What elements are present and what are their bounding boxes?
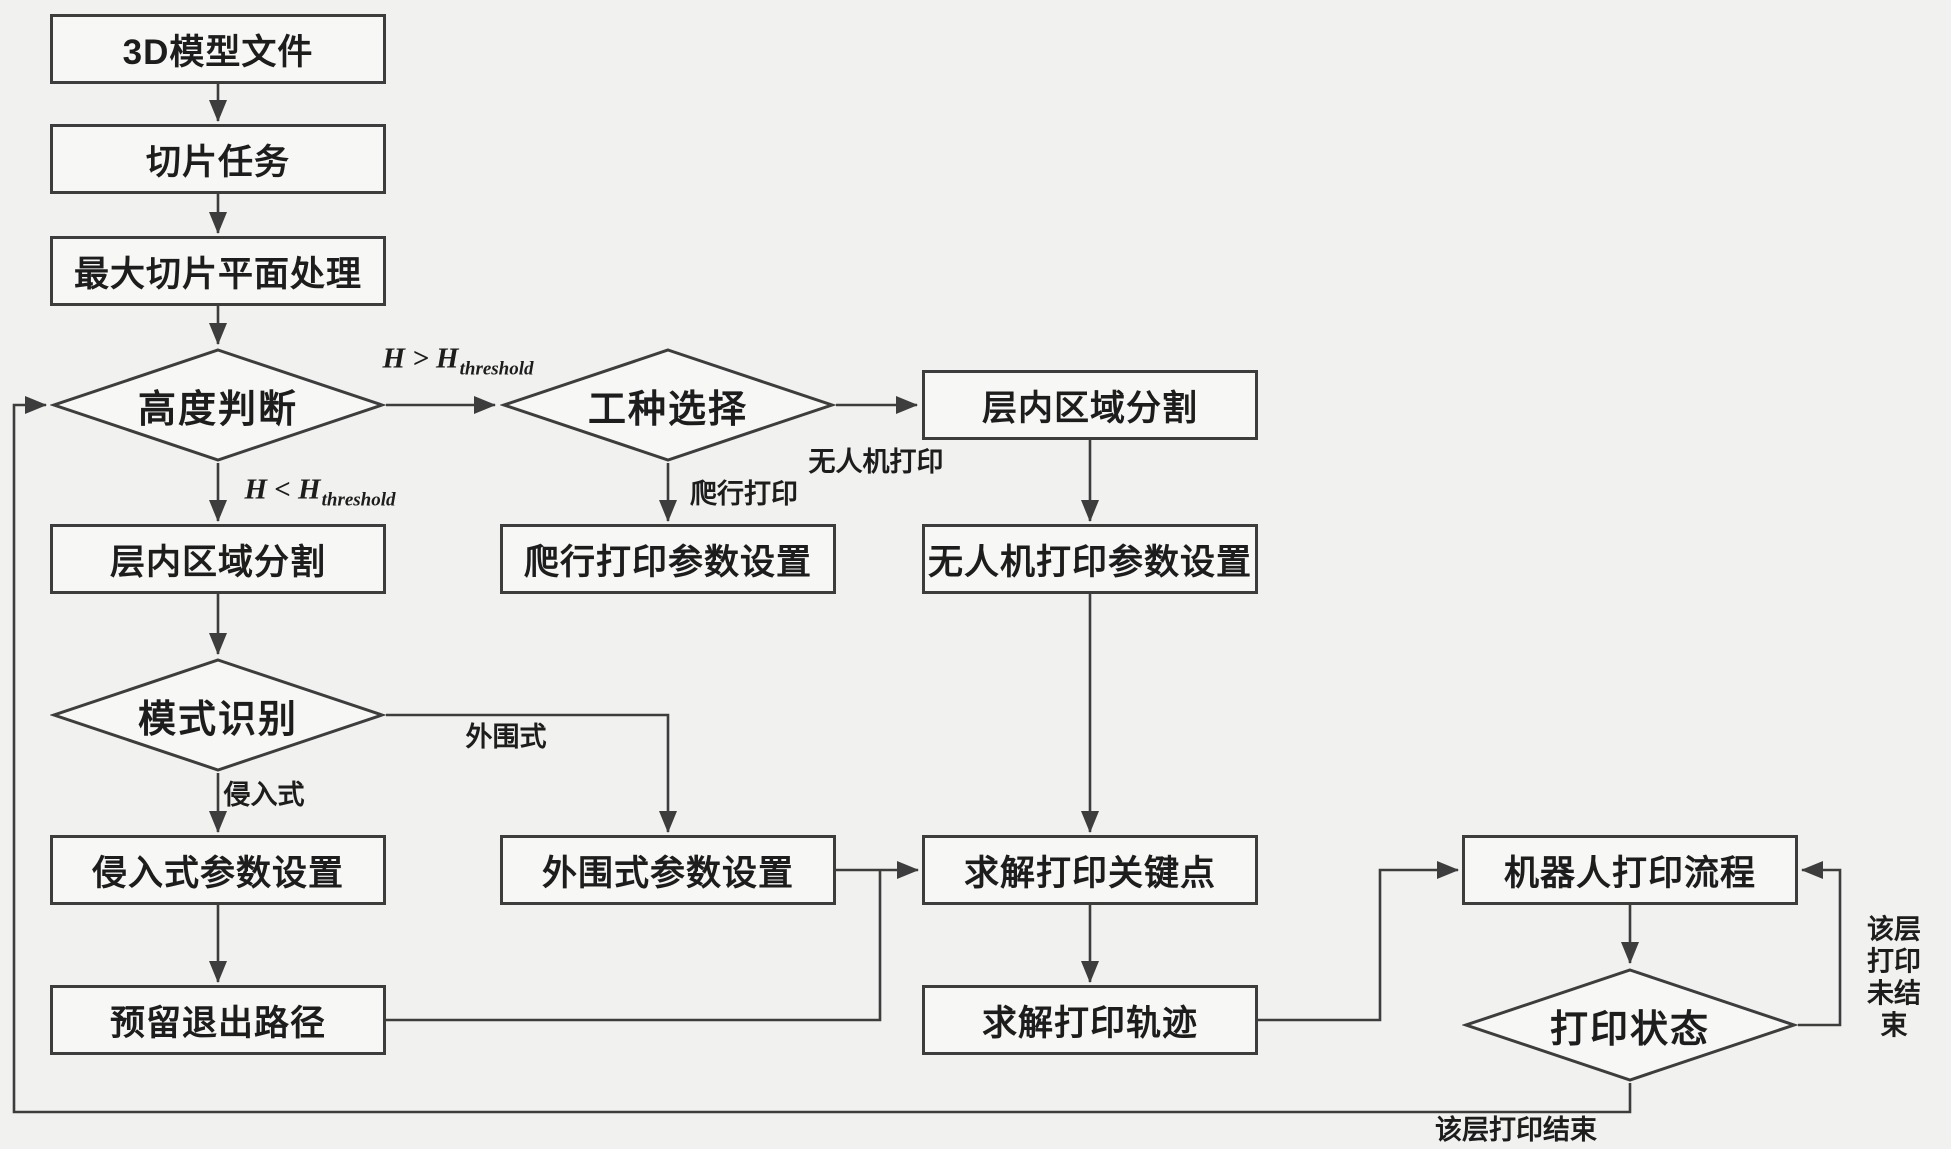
node-intrusive-param-settings: 侵入式参数设置 [50, 835, 386, 905]
node-label: 层内区域分割 [981, 388, 1198, 428]
node-label: 机器人打印流程 [1503, 853, 1756, 893]
node-label: 切片任务 [145, 142, 290, 182]
node-label: 外围式参数设置 [541, 853, 794, 893]
decision-work-type-selection: 工种选择 [500, 347, 836, 463]
node-3d-model-file: 3D模型文件 [50, 14, 386, 84]
node-solve-print-trajectory: 求解打印轨迹 [922, 985, 1258, 1055]
edge-label-peripheral-mode: 外围式 [465, 722, 547, 753]
edge-mode-to-peripheral-params [386, 713, 677, 833]
node-label: 无人机打印参数设置 [927, 542, 1252, 582]
edge-label-h-greater-threshold: H > Hthreshold [382, 341, 533, 380]
node-label: 侵入式参数设置 [91, 853, 344, 893]
diamond-shape [50, 348, 386, 462]
decision-print-status: 打印状态 [1462, 967, 1798, 1083]
edge-status-loop-not-finished [1798, 861, 1842, 1027]
node-label: 求解打印关键点 [963, 853, 1216, 893]
node-label: 模式识别 [137, 698, 298, 741]
math-subscript: threshold [321, 489, 396, 511]
decision-height-judgment: 高度判断 [50, 347, 386, 463]
node-label: 工种选择 [587, 388, 748, 431]
node-uav-print-param-settings: 无人机打印参数设置 [922, 524, 1258, 594]
edge-exit-path-join [386, 869, 882, 1022]
node-label: 爬行打印参数设置 [523, 542, 812, 582]
edge-status-loop-finished [12, 396, 1632, 1114]
node-intralayer-region-split: 层内区域分割 [50, 524, 386, 594]
node-robot-print-process: 机器人打印流程 [1462, 835, 1798, 905]
node-label: 层内区域分割 [109, 542, 326, 582]
node-slicing-task: 切片任务 [50, 124, 386, 194]
edge-label-layer-finished: 该层打印结束 [1435, 1115, 1597, 1146]
diamond-shape [500, 348, 836, 462]
math-subscript: threshold [459, 358, 534, 380]
edge-label-h-less-threshold: H < Hthreshold [244, 472, 395, 511]
edge-label-crawl-print: 爬行打印 [690, 479, 798, 510]
edge-label-uav-print: 无人机打印 [808, 447, 944, 478]
node-reserve-exit-path: 预留退出路径 [50, 985, 386, 1055]
node-label: 3D模型文件 [122, 32, 314, 72]
math-expression: H < H [244, 473, 321, 506]
node-peripheral-param-settings: 外围式参数设置 [500, 835, 836, 905]
node-solve-print-key-points: 求解打印关键点 [922, 835, 1258, 905]
diamond-shape [50, 658, 386, 772]
decision-mode-recognition: 模式识别 [50, 657, 386, 773]
node-label: 最大切片平面处理 [73, 254, 362, 294]
node-max-slice-plane-processing: 最大切片平面处理 [50, 236, 386, 306]
node-label: 预留退出路径 [109, 1003, 326, 1043]
diamond-shape [1462, 968, 1798, 1082]
node-label: 高度判断 [137, 388, 298, 431]
node-label: 求解打印轨迹 [981, 1003, 1198, 1043]
node-label: 打印状态 [1549, 1008, 1710, 1051]
edge-label-layer-not-finished: 该层打印 未结束 [1867, 914, 1921, 1040]
edge-label-intrusive-mode: 侵入式 [223, 780, 305, 811]
node-intralayer-region-split-uav: 层内区域分割 [922, 370, 1258, 440]
edge-trajectory-to-robot [1258, 861, 1459, 1022]
math-expression: H > H [382, 342, 459, 375]
node-crawl-print-param-settings: 爬行打印参数设置 [500, 524, 836, 594]
